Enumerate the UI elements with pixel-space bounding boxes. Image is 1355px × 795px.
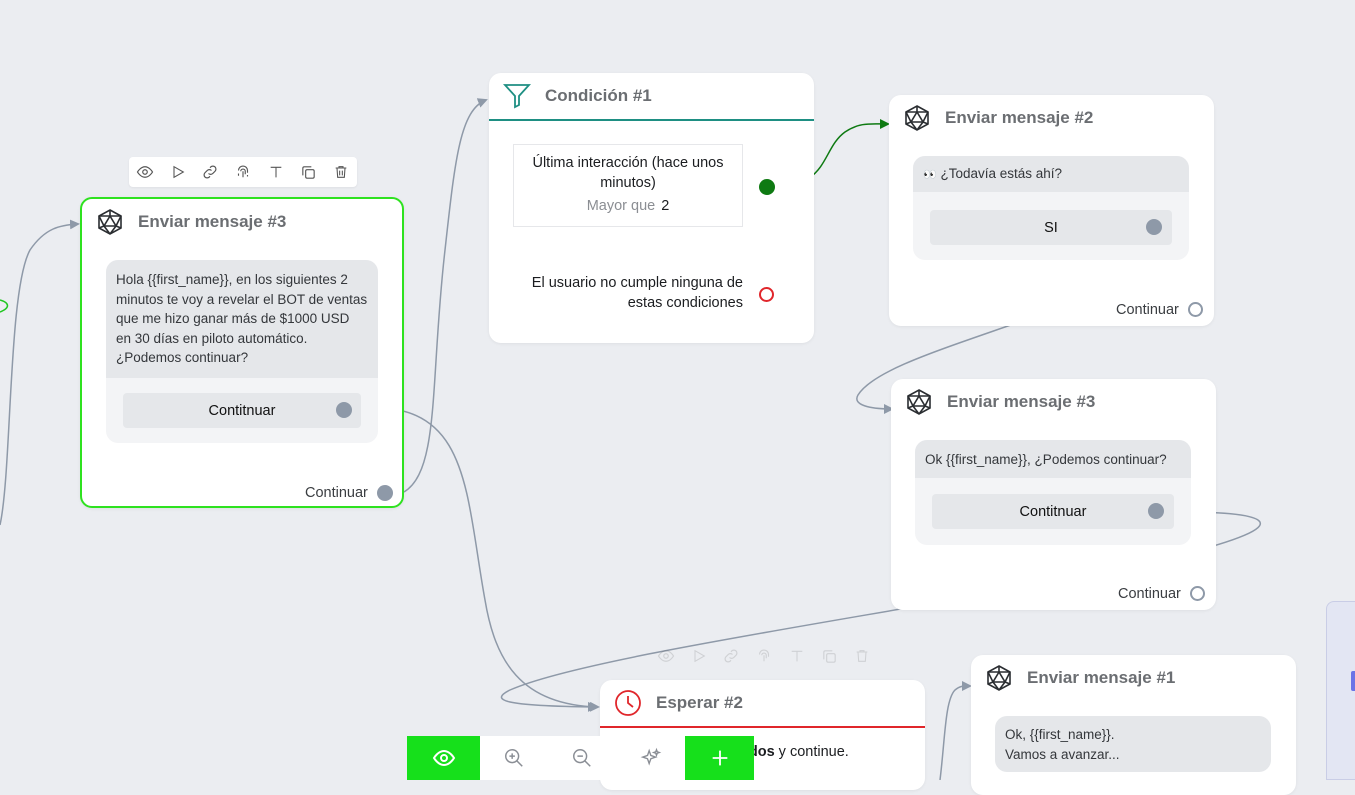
reply-button[interactable]: Contitnuar <box>123 393 361 428</box>
d20-dice-icon <box>98 209 122 235</box>
continue-label: Continuar <box>1116 302 1179 318</box>
node-header: Esperar #2 <box>600 680 925 726</box>
node-title: Enviar mensaje #1 <box>1027 668 1176 687</box>
node-header: Enviar mensaje #3 <box>82 199 402 245</box>
node-title: Condición #1 <box>545 86 652 105</box>
message-text: 👀 ¿Todavía estás ahí? <box>913 156 1189 192</box>
message-line-2: Vamos a avanzar... <box>1005 746 1120 762</box>
message-box: Hola {{first_name}}, en los siguientes 2… <box>106 260 378 443</box>
continue-label: Continuar <box>1118 586 1181 602</box>
zoom-in-icon <box>505 749 523 767</box>
link-icon[interactable] <box>194 158 227 186</box>
button-output-port[interactable] <box>1148 503 1164 519</box>
node-send-message-3-right[interactable]: Enviar mensaje #3 Ok {{first_name}}, ¿Po… <box>891 379 1216 610</box>
message-text: Ok {{first_name}}, ¿Podemos continuar? <box>915 440 1191 478</box>
message-box: Ok, {{first_name}}. Vamos a avanzar... <box>995 716 1271 772</box>
reply-button-label: Contitnuar <box>1019 503 1087 520</box>
reply-button[interactable]: Contitnuar <box>932 494 1174 529</box>
zoom-out-button[interactable] <box>548 736 616 780</box>
node-action-toolbar <box>129 157 357 187</box>
reply-button-label: Contitnuar <box>208 402 276 419</box>
clock-icon <box>615 690 641 716</box>
eye-icon <box>432 749 455 767</box>
eyes-emoji: 👀 <box>923 169 937 181</box>
magic-layout-button[interactable] <box>616 736 685 780</box>
sparkles-icon <box>640 747 661 766</box>
continue-output-port[interactable] <box>1190 586 1205 601</box>
node-header: Enviar mensaje #2 <box>889 95 1214 141</box>
continue-output-port[interactable] <box>377 485 393 501</box>
condition-rule-expression: Mayor que 2 <box>514 197 742 217</box>
node-header: Enviar mensaje #1 <box>971 655 1296 701</box>
wait-text-rest: y continue. <box>774 744 849 760</box>
button-output-port[interactable] <box>1146 219 1162 235</box>
condition-operator: Mayor que <box>586 198 656 214</box>
eye-icon <box>650 642 683 670</box>
message-text-content: ¿Todavía estás ahí? <box>940 166 1063 181</box>
wire-into-msg1 <box>939 681 972 780</box>
message-box: 👀 ¿Todavía estás ahí? SI <box>913 156 1189 260</box>
condition-value: 2 <box>661 198 670 214</box>
canvas-bottom-toolbar <box>407 736 754 780</box>
condition-else-text: El usuario no cumple ninguna de estas co… <box>531 275 743 311</box>
continue-label: Continuar <box>305 485 368 501</box>
node-send-message-2[interactable]: Enviar mensaje #2 👀 ¿Todavía estás ahí? … <box>889 95 1214 326</box>
node-send-message-3[interactable]: Enviar mensaje #3 Hola {{first_name}}, e… <box>80 197 404 508</box>
link-icon <box>715 642 748 670</box>
filter-icon <box>503 84 531 109</box>
condition-else-port[interactable] <box>759 287 774 302</box>
continue-output-port[interactable] <box>1188 302 1203 317</box>
node-header: Condición #1 <box>489 73 814 119</box>
node-send-message-1[interactable]: Enviar mensaje #1 Ok, {{first_name}}. Va… <box>971 655 1296 795</box>
condition-rule-text: Última interacción (hace unos minutos) <box>532 155 724 191</box>
node-title: Enviar mensaje #2 <box>945 108 1094 127</box>
wire-left-loop <box>0 299 9 313</box>
header-divider <box>600 726 925 728</box>
header-divider <box>489 119 814 121</box>
wire-msg3-to-condition <box>403 98 488 493</box>
play-icon <box>683 642 716 670</box>
d20-dice-icon <box>907 389 931 415</box>
condition-true-port[interactable] <box>759 179 775 195</box>
preview-toggle-button[interactable] <box>407 736 480 780</box>
text-icon[interactable] <box>259 158 292 186</box>
side-panel-edge[interactable] <box>1326 601 1355 780</box>
button-output-port[interactable] <box>336 402 352 418</box>
reply-button-si[interactable]: SI <box>930 210 1172 245</box>
copy-icon <box>813 642 846 670</box>
d20-dice-icon <box>987 665 1011 691</box>
fingerprint-icon[interactable] <box>227 158 260 186</box>
add-node-button[interactable] <box>685 736 754 780</box>
panel-tab-marker <box>1351 671 1355 691</box>
message-text: Ok, {{first_name}}. Vamos a avanzar... <box>995 716 1271 772</box>
text-icon <box>780 642 813 670</box>
reply-button-label: SI <box>1044 219 1058 236</box>
d20-dice-icon <box>905 105 929 131</box>
node-header: Enviar mensaje #3 <box>891 379 1216 425</box>
node-action-toolbar-ghost <box>650 642 878 670</box>
node-title: Esperar #2 <box>656 693 743 712</box>
fingerprint-icon <box>748 642 781 670</box>
trash-icon <box>845 642 878 670</box>
node-title: Enviar mensaje #3 <box>138 212 287 231</box>
message-line-1: Ok, {{first_name}}. <box>1005 727 1115 742</box>
trash-icon[interactable] <box>324 158 357 186</box>
message-box: Ok {{first_name}}, ¿Podemos continuar? C… <box>915 440 1191 545</box>
wire-left-in <box>0 219 80 526</box>
zoom-out-icon <box>573 749 591 767</box>
wait-description: ndos y continue. <box>740 744 849 760</box>
message-text: Hola {{first_name}}, en los siguientes 2… <box>106 260 378 378</box>
copy-icon[interactable] <box>292 158 325 186</box>
eye-icon[interactable] <box>129 158 162 186</box>
condition-rule[interactable]: Última interacción (hace unos minutos) M… <box>513 144 743 227</box>
plus-icon <box>712 750 727 766</box>
node-title: Enviar mensaje #3 <box>947 392 1096 411</box>
node-condition-1[interactable]: Condición #1 Última interacción (hace un… <box>489 73 814 343</box>
play-icon[interactable] <box>162 158 195 186</box>
zoom-in-button[interactable] <box>480 736 548 780</box>
